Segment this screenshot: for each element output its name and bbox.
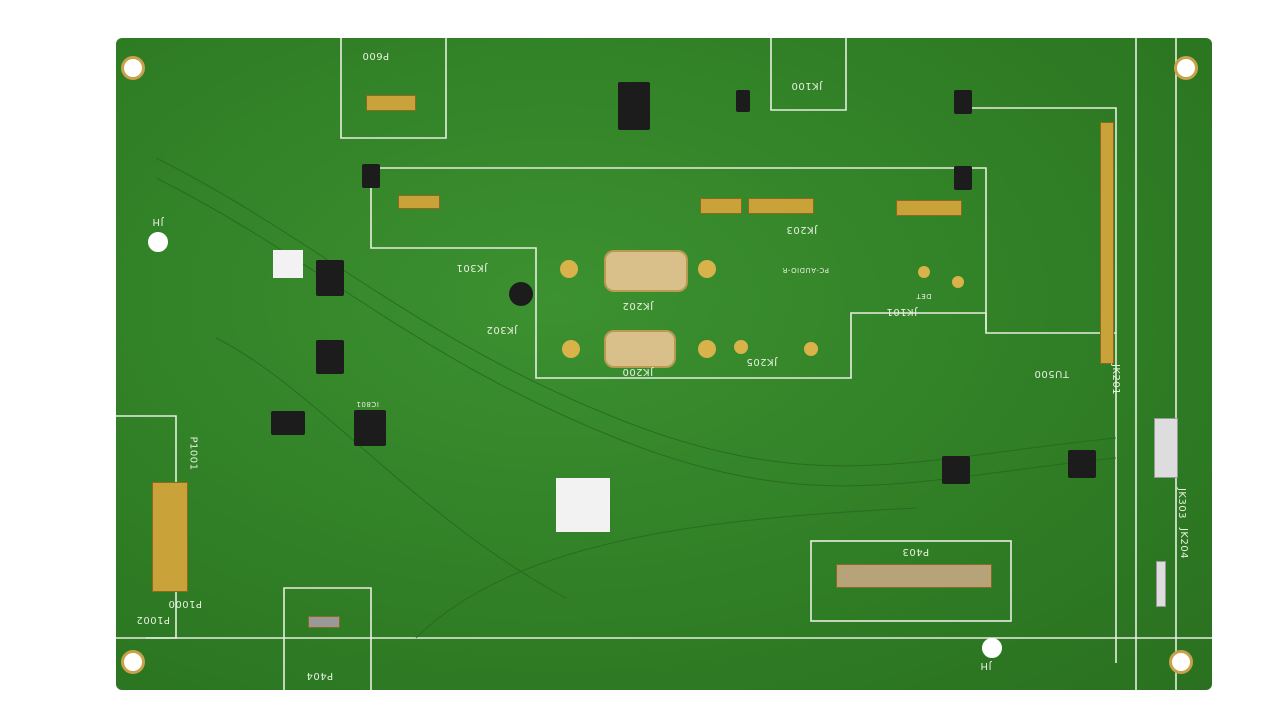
pad: [698, 260, 716, 278]
ic-chip: [618, 82, 650, 130]
label-jk302: JK302: [486, 324, 518, 335]
label-jk204: JK204: [1178, 527, 1190, 560]
pad: [918, 266, 930, 278]
pad: [952, 276, 964, 288]
connector-jk200: [604, 330, 676, 368]
transistor: [736, 90, 750, 112]
label-jk205: JK205: [746, 356, 778, 367]
label-jh-bottom: JH: [980, 660, 992, 671]
pin-header: [896, 200, 962, 216]
vga-connector-jk202: [604, 250, 688, 292]
label-jk303: JK303: [1176, 487, 1188, 520]
label-p1002: P1002: [136, 614, 170, 625]
via-dark: [509, 282, 533, 306]
header-p600: [366, 95, 416, 111]
connector-jk204: [1156, 561, 1166, 607]
label-p404: P404: [306, 670, 334, 681]
pad: [560, 260, 578, 278]
header-p403: [836, 564, 992, 588]
pin-header: [308, 616, 340, 628]
pin-header: [748, 198, 814, 214]
mounting-hole: [148, 232, 168, 252]
label-jk202: JK202: [622, 300, 654, 311]
pad: [734, 340, 748, 354]
mounting-hole: [121, 56, 145, 80]
regulator: [1068, 450, 1096, 478]
label-jh-left: JH: [152, 216, 164, 227]
label-jk200: JK200: [622, 366, 654, 377]
ic-chip: [316, 260, 344, 296]
pin-header: [700, 198, 742, 214]
pcb-board: P600 JK100 JK203 JK202 JK200 JK205 JK301…: [116, 38, 1212, 690]
pad: [698, 340, 716, 358]
label-sticker: [556, 478, 610, 532]
label-jk100: JK100: [791, 80, 823, 91]
ic-chip: [316, 340, 344, 374]
label-tu500: TU500: [1034, 368, 1070, 379]
transistor: [954, 166, 972, 190]
regulator: [271, 411, 305, 435]
label-p1001: P1001: [187, 436, 199, 471]
label-jk301: JK301: [456, 262, 488, 273]
ic-chip: [354, 410, 386, 446]
label-ic801: IC801: [356, 400, 379, 408]
mounting-hole: [121, 650, 145, 674]
header-p1000: [152, 482, 188, 592]
label-pc-audio: PC-AUDIO-R: [782, 266, 829, 274]
label-p403: P403: [902, 546, 930, 557]
header-jk201: [1100, 122, 1114, 364]
pad: [804, 342, 818, 356]
label-sticker: [273, 250, 303, 278]
transistor: [362, 164, 380, 188]
mounting-hole: [1169, 650, 1193, 674]
label-jk101: JK101: [886, 306, 918, 317]
label-p1000: P1000: [168, 598, 202, 609]
mounting-hole: [982, 638, 1002, 658]
label-jk201: JK201: [1110, 363, 1122, 396]
label-jk203: JK203: [786, 224, 818, 235]
pin-header: [398, 195, 440, 209]
label-det: DET: [916, 292, 932, 300]
transistor: [954, 90, 972, 114]
connector-jk303: [1154, 418, 1178, 478]
label-p600: P600: [362, 50, 390, 61]
pad: [562, 340, 580, 358]
regulator: [942, 456, 970, 484]
mounting-hole: [1174, 56, 1198, 80]
